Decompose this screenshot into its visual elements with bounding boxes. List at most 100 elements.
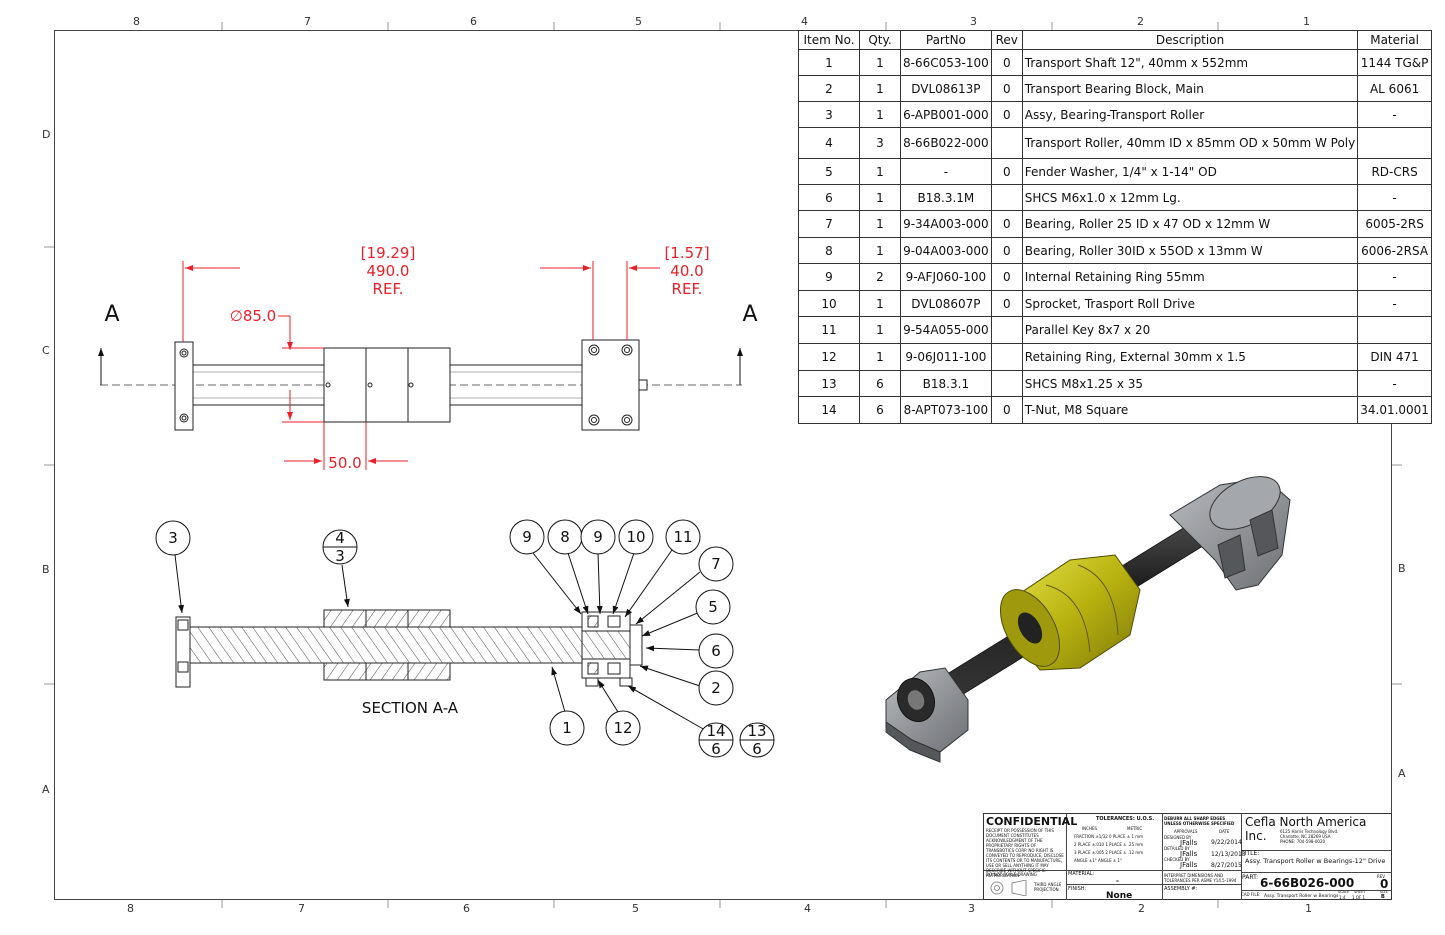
drawing-border	[54, 30, 1392, 900]
balloon-item-number: 9	[593, 528, 603, 546]
bom-part-no: 9-AFJ060-100	[900, 263, 992, 291]
cad-file-name: Assy. Transport Roller w Bearings	[1264, 894, 1339, 899]
designed-date: 9/22/2014	[1211, 839, 1242, 846]
balloon-item-number: 2	[711, 679, 721, 697]
designed-by-label: DESIGNED BY	[1164, 835, 1192, 840]
title-label: TITLE:	[1241, 850, 1260, 857]
bom-material: -	[1357, 263, 1432, 291]
bom-qty: 6	[859, 370, 901, 397]
drawing-title: Assy. Transport Roller w Bearings-12" Dr…	[1245, 857, 1386, 865]
rev-value: 0	[1380, 877, 1389, 891]
bom-qty: 1	[859, 237, 901, 264]
section-marker-right: A	[742, 302, 757, 327]
bom-material	[1357, 127, 1432, 159]
dim-roller-width: 50.0	[328, 454, 361, 472]
designer-name: JFalls	[1180, 839, 1198, 847]
top-view: [19.29] 490.0 REF. [1.57] 40.0 REF. ∅85.…	[98, 244, 758, 472]
balloon-1	[155, 520, 191, 556]
cad-file-label: CAD FILE:	[1241, 892, 1261, 897]
confidential-notice: RECEIPT OR POSSESSION OF THIS DOCUMENT C…	[986, 828, 1064, 878]
tolerance-row: 2 PLACE ±.010 1 PLACE ± .25 mm	[1074, 842, 1144, 847]
bom-qty: 1	[859, 210, 901, 238]
bom-qty: 2	[859, 263, 901, 291]
material-value: -	[1116, 877, 1119, 885]
section-marker-left: A	[104, 302, 119, 327]
balloon-quantity: 6	[711, 740, 721, 758]
bom-description: Bearing, Roller 30ID x 55OD x 13mm W	[1021, 237, 1359, 264]
deburr-note: DEBURR ALL SHARP EDGES UNLESS OTHERWISE …	[1164, 816, 1235, 826]
bom-part-no: DVL08607P	[900, 290, 992, 317]
balloon-quantity: 3	[335, 547, 345, 565]
balloon-item-number: 12	[613, 719, 632, 737]
balloon-6	[618, 519, 654, 555]
zone-col-8-bottom: 8	[127, 902, 134, 915]
date-heading: DATE	[1219, 829, 1230, 834]
bom-description: SHCS M8x1.25 x 35	[1021, 370, 1359, 397]
bom-description: T-Nut, M8 Square	[1021, 396, 1359, 424]
bom-description: Internal Retaining Ring 55mm	[1021, 263, 1359, 291]
balloon-item-number: 6	[711, 642, 721, 660]
balloon-item-number: 4	[335, 529, 345, 547]
bom-material: 34.01.0001	[1357, 396, 1432, 424]
bom-rev: 0	[990, 263, 1023, 291]
bom-part-no: 9-04A003-000	[900, 237, 992, 264]
bom-part-no: 9-06J011-100	[900, 343, 992, 371]
zone-col-8: 8	[133, 15, 140, 28]
balloon-item-number: 13	[747, 722, 766, 740]
projection-label: THIRD ANGLE PROJECTION	[1034, 882, 1062, 892]
bom-rev: 0	[990, 237, 1023, 264]
zone-row-a: A	[42, 783, 50, 796]
bom-rev	[990, 316, 1023, 344]
tolerance-metric-heading: METRIC	[1127, 826, 1143, 831]
bom-item-no: 14	[798, 396, 860, 424]
zone-col-3: 3	[970, 15, 977, 28]
projection-symbol-icon	[990, 880, 1027, 896]
detailer-name: JFalls	[1180, 850, 1198, 858]
bom-description: Retaining Ring, External 30mm x 1.5	[1021, 343, 1359, 371]
zone-row-a-right: A	[1398, 767, 1406, 780]
bom-part-no: 9-54A055-000	[900, 316, 992, 344]
zone-col-5-bottom: 5	[632, 902, 639, 915]
zone-col-6: 6	[470, 15, 477, 28]
bom-item-no: 3	[798, 101, 860, 128]
dim-diameter: ∅85.0	[230, 307, 276, 325]
balloon-item-number: 8	[560, 528, 570, 546]
balloon-11	[698, 670, 734, 706]
bom-material: -	[1357, 101, 1432, 128]
bom-rev	[990, 343, 1023, 371]
bom-material: 1144 TG&P	[1357, 49, 1432, 76]
bom-item-no: 10	[798, 290, 860, 317]
checker-name: JFalls	[1180, 861, 1198, 869]
material-label: MATERIAL:	[1068, 871, 1095, 877]
balloon-7	[665, 519, 701, 555]
balloon-item-number: 3	[168, 529, 178, 547]
section-title: SECTION A-A	[362, 699, 459, 717]
bom-item-no: 8	[798, 237, 860, 264]
zone-col-4-bottom: 4	[804, 902, 811, 915]
balloon-3	[509, 519, 545, 555]
detailed-by-label: DETAILED BY	[1164, 846, 1190, 851]
dim-overall-inch: [19.29]	[361, 244, 416, 262]
checked-date: 8/27/2015	[1211, 862, 1242, 869]
dim-overall-mm: 490.0	[367, 262, 410, 280]
zone-row-c: C	[42, 344, 50, 357]
bom-qty: 1	[859, 101, 901, 128]
finish-label: FINISH:	[1068, 886, 1087, 892]
dim-overall-ref: REF.	[373, 280, 404, 298]
balloon-quantity: 6	[752, 740, 762, 758]
bom-qty: 1	[859, 343, 901, 371]
bom-description: Assy, Bearing-Transport Roller	[1021, 101, 1359, 128]
roller-3	[407, 347, 451, 423]
part-label: PART:	[1242, 874, 1259, 881]
bom-rev: 0	[990, 396, 1023, 424]
bom-part-no: 8-APT073-100	[900, 396, 992, 424]
